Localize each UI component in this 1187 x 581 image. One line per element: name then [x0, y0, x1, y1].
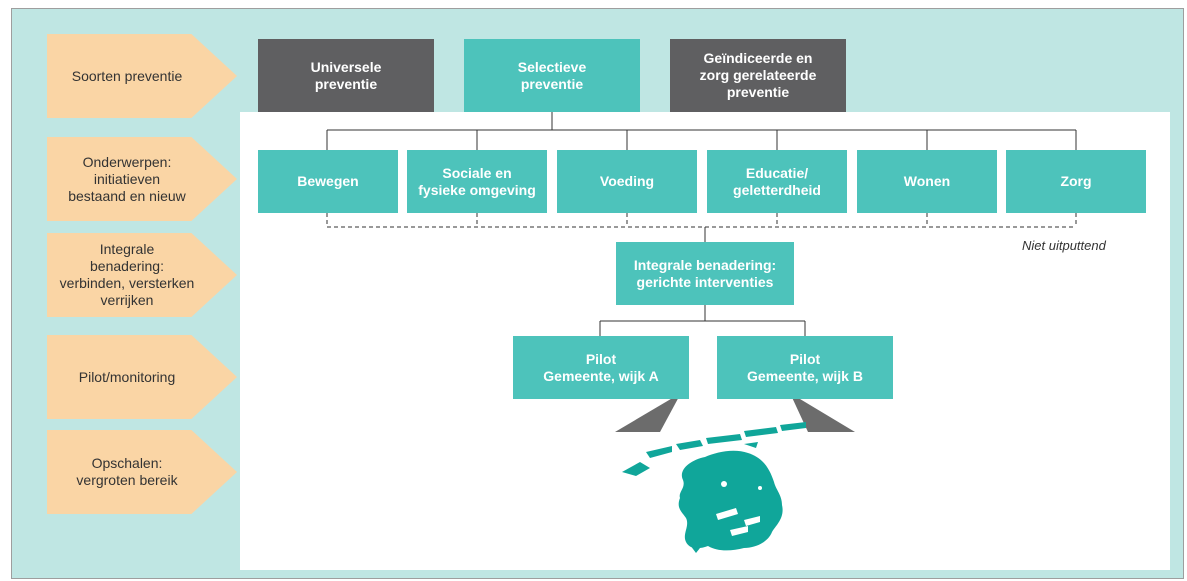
- topic-sociale-omgeving: Sociale en fysieke omgeving: [407, 150, 547, 213]
- topic-educatie: Educatie/ geletterdheid: [707, 150, 847, 213]
- topic-bewegen: Bewegen: [258, 150, 398, 213]
- step-onderwerpen: Onderwerpen: initiatieven bestaand en ni…: [47, 137, 237, 221]
- box-pilot-wijk-a: Pilot Gemeente, wijk A: [513, 336, 689, 399]
- step-soorten-preventie: Soorten preventie: [47, 34, 237, 118]
- box-selectieve-preventie: Selectieve preventie: [464, 39, 640, 112]
- step-opschalen: Opschalen: vergroten bereik: [47, 430, 237, 514]
- step-integrale-benadering: Integrale benadering: verbinden, verster…: [47, 233, 237, 317]
- topic-voeding: Voeding: [557, 150, 697, 213]
- topics-note: Niet uitputtend: [1022, 238, 1106, 253]
- pointer-left-icon: [615, 393, 681, 432]
- box-geindiceerde-preventie: Geïndiceerde en zorg gerelateerde preven…: [670, 39, 846, 112]
- box-universele-preventie: Universele preventie: [258, 39, 434, 112]
- island-map-icon: [622, 422, 806, 553]
- topic-wonen: Wonen: [857, 150, 997, 213]
- pointer-right-icon: [790, 393, 855, 432]
- box-integrale-benadering: Integrale benadering: gerichte intervent…: [616, 242, 794, 305]
- step-pilot-monitoring: Pilot/monitoring: [47, 335, 237, 419]
- box-pilot-wijk-b: Pilot Gemeente, wijk B: [717, 336, 893, 399]
- topic-zorg: Zorg: [1006, 150, 1146, 213]
